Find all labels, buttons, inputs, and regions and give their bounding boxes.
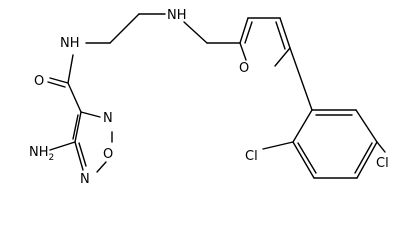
bond [279, 17, 291, 49]
bond [275, 21, 286, 50]
bond [96, 161, 107, 173]
bond [67, 82, 82, 113]
bond [262, 141, 294, 150]
nh2-main: NH [29, 145, 49, 160]
bond [239, 42, 247, 61]
bond [354, 142, 373, 174]
bond [80, 111, 101, 118]
bond-lines [47, 13, 386, 179]
bond [49, 77, 69, 84]
bond [376, 141, 386, 153]
bond [49, 141, 76, 151]
atom-label-cl-para: Cl [376, 156, 389, 171]
bond [183, 21, 208, 44]
bond [74, 111, 82, 143]
bond [289, 47, 313, 111]
bond [355, 109, 378, 143]
bond [78, 142, 87, 167]
bond [356, 141, 378, 179]
atom-label-n-ring-top: N [103, 111, 113, 126]
bond [244, 21, 253, 44]
atom-label-o-ring: O [103, 147, 113, 162]
bond [292, 109, 313, 143]
bond [67, 54, 74, 84]
atom-label-cl-ortho: Cl [245, 149, 258, 164]
atom-label-o-furan: O [239, 61, 249, 76]
bond [72, 114, 79, 140]
bond [297, 142, 317, 174]
bond [274, 47, 291, 67]
atom-label-o-carbonyl: O [34, 74, 44, 89]
atom-label-nh2: NH2 [29, 145, 54, 163]
atom-label-nh-amine: NH [167, 8, 187, 23]
atom-label-nh-amide: NH [60, 36, 80, 51]
bond [292, 141, 315, 179]
bond [239, 17, 249, 44]
nh2-subscript: 2 [49, 153, 55, 163]
bond [109, 13, 140, 44]
atom-label-n-ring-bottom: N [80, 172, 90, 187]
atom-labels: NH O N O N NH2 NH O Cl Cl [29, 8, 389, 187]
bond [74, 141, 84, 171]
bond [47, 81, 66, 88]
chemical-structure: NH O N O N NH2 NH O Cl Cl [29, 8, 389, 187]
